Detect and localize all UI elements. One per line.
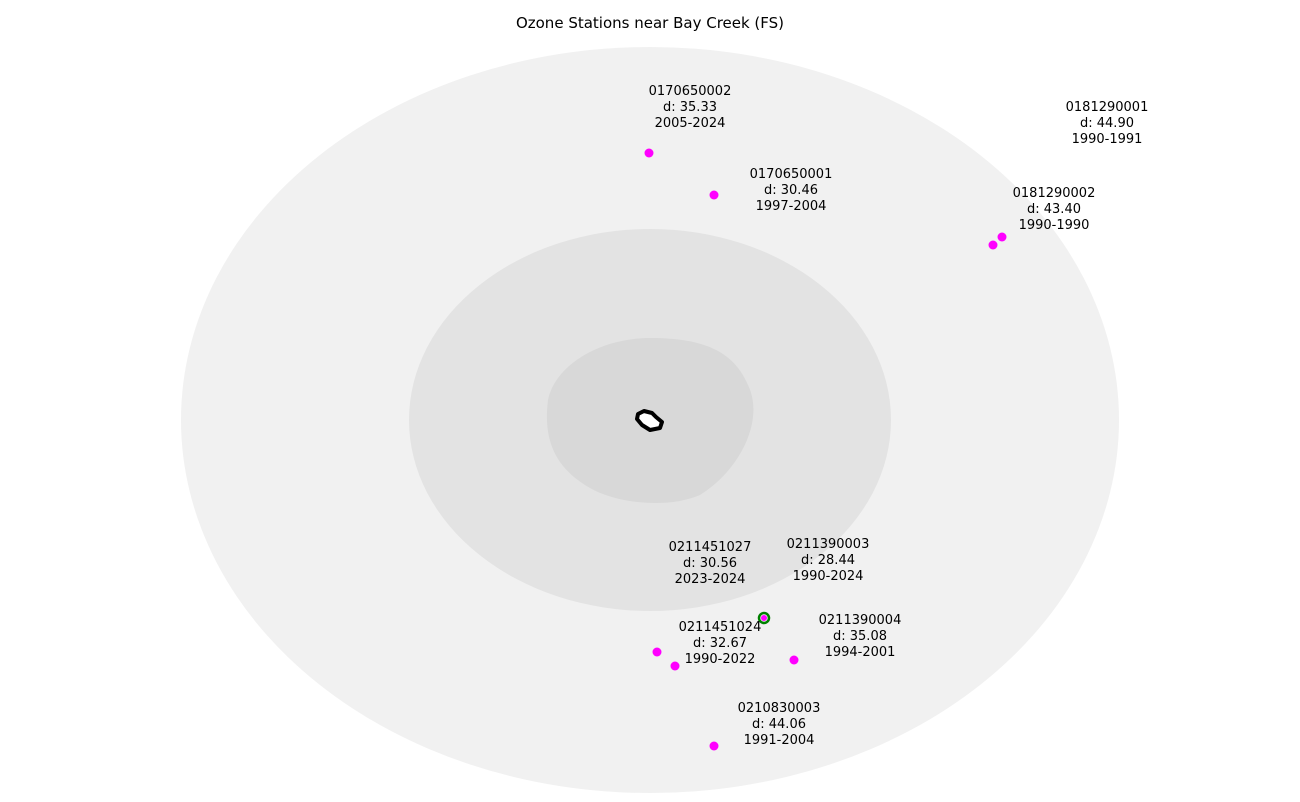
station-label-distance: d: 30.56 bbox=[683, 556, 737, 571]
station-label-id: 0210830003 bbox=[738, 701, 821, 716]
station-label-distance: d: 35.08 bbox=[833, 629, 887, 644]
station-marker[interactable] bbox=[988, 240, 998, 250]
station-label-years: 1990-1990 bbox=[1019, 218, 1090, 233]
station-label-id: 0211390004 bbox=[819, 613, 902, 628]
station-label-id: 0181290001 bbox=[1066, 100, 1149, 115]
station-label-id: 0211390003 bbox=[787, 537, 870, 552]
station-label-id: 0170650001 bbox=[750, 167, 833, 182]
station-marker[interactable] bbox=[789, 655, 799, 665]
station-marker[interactable] bbox=[652, 647, 662, 657]
highlight-ring-marker bbox=[757, 611, 771, 625]
station-label-years: 2023-2024 bbox=[675, 572, 746, 587]
station-marker[interactable] bbox=[644, 148, 654, 158]
station-label-id: 0170650002 bbox=[649, 84, 732, 99]
bay-creek-boundary bbox=[635, 409, 664, 432]
station-label-id: 0211451027 bbox=[669, 540, 752, 555]
station-label-distance: d: 28.44 bbox=[801, 553, 855, 568]
station-label-distance: d: 44.06 bbox=[752, 717, 806, 732]
station-marker[interactable] bbox=[709, 741, 719, 751]
station-marker[interactable] bbox=[761, 615, 767, 621]
station-marker[interactable] bbox=[709, 190, 719, 200]
station-marker[interactable] bbox=[997, 232, 1007, 242]
station-marker[interactable] bbox=[670, 661, 680, 671]
station-label-distance: d: 30.46 bbox=[764, 183, 818, 198]
station-label-years: 1990-1991 bbox=[1072, 132, 1143, 147]
station-label-distance: d: 43.40 bbox=[1027, 202, 1081, 217]
station-label-id: 0181290002 bbox=[1013, 186, 1096, 201]
station-label-id: 0211451024 bbox=[679, 620, 762, 635]
station-label-distance: d: 44.90 bbox=[1080, 116, 1134, 131]
station-label-distance: d: 32.67 bbox=[693, 636, 747, 651]
chart-title: Ozone Stations near Bay Creek (FS) bbox=[516, 14, 784, 32]
station-label-years: 1990-2024 bbox=[793, 569, 864, 584]
station-label-years: 1997-2004 bbox=[756, 199, 827, 214]
station-label-years: 1994-2001 bbox=[825, 645, 896, 660]
station-label-distance: d: 35.33 bbox=[663, 100, 717, 115]
station-label-years: 2005-2024 bbox=[655, 116, 726, 131]
station-label-years: 1991-2004 bbox=[744, 733, 815, 748]
station-label-years: 1990-2022 bbox=[685, 652, 756, 667]
